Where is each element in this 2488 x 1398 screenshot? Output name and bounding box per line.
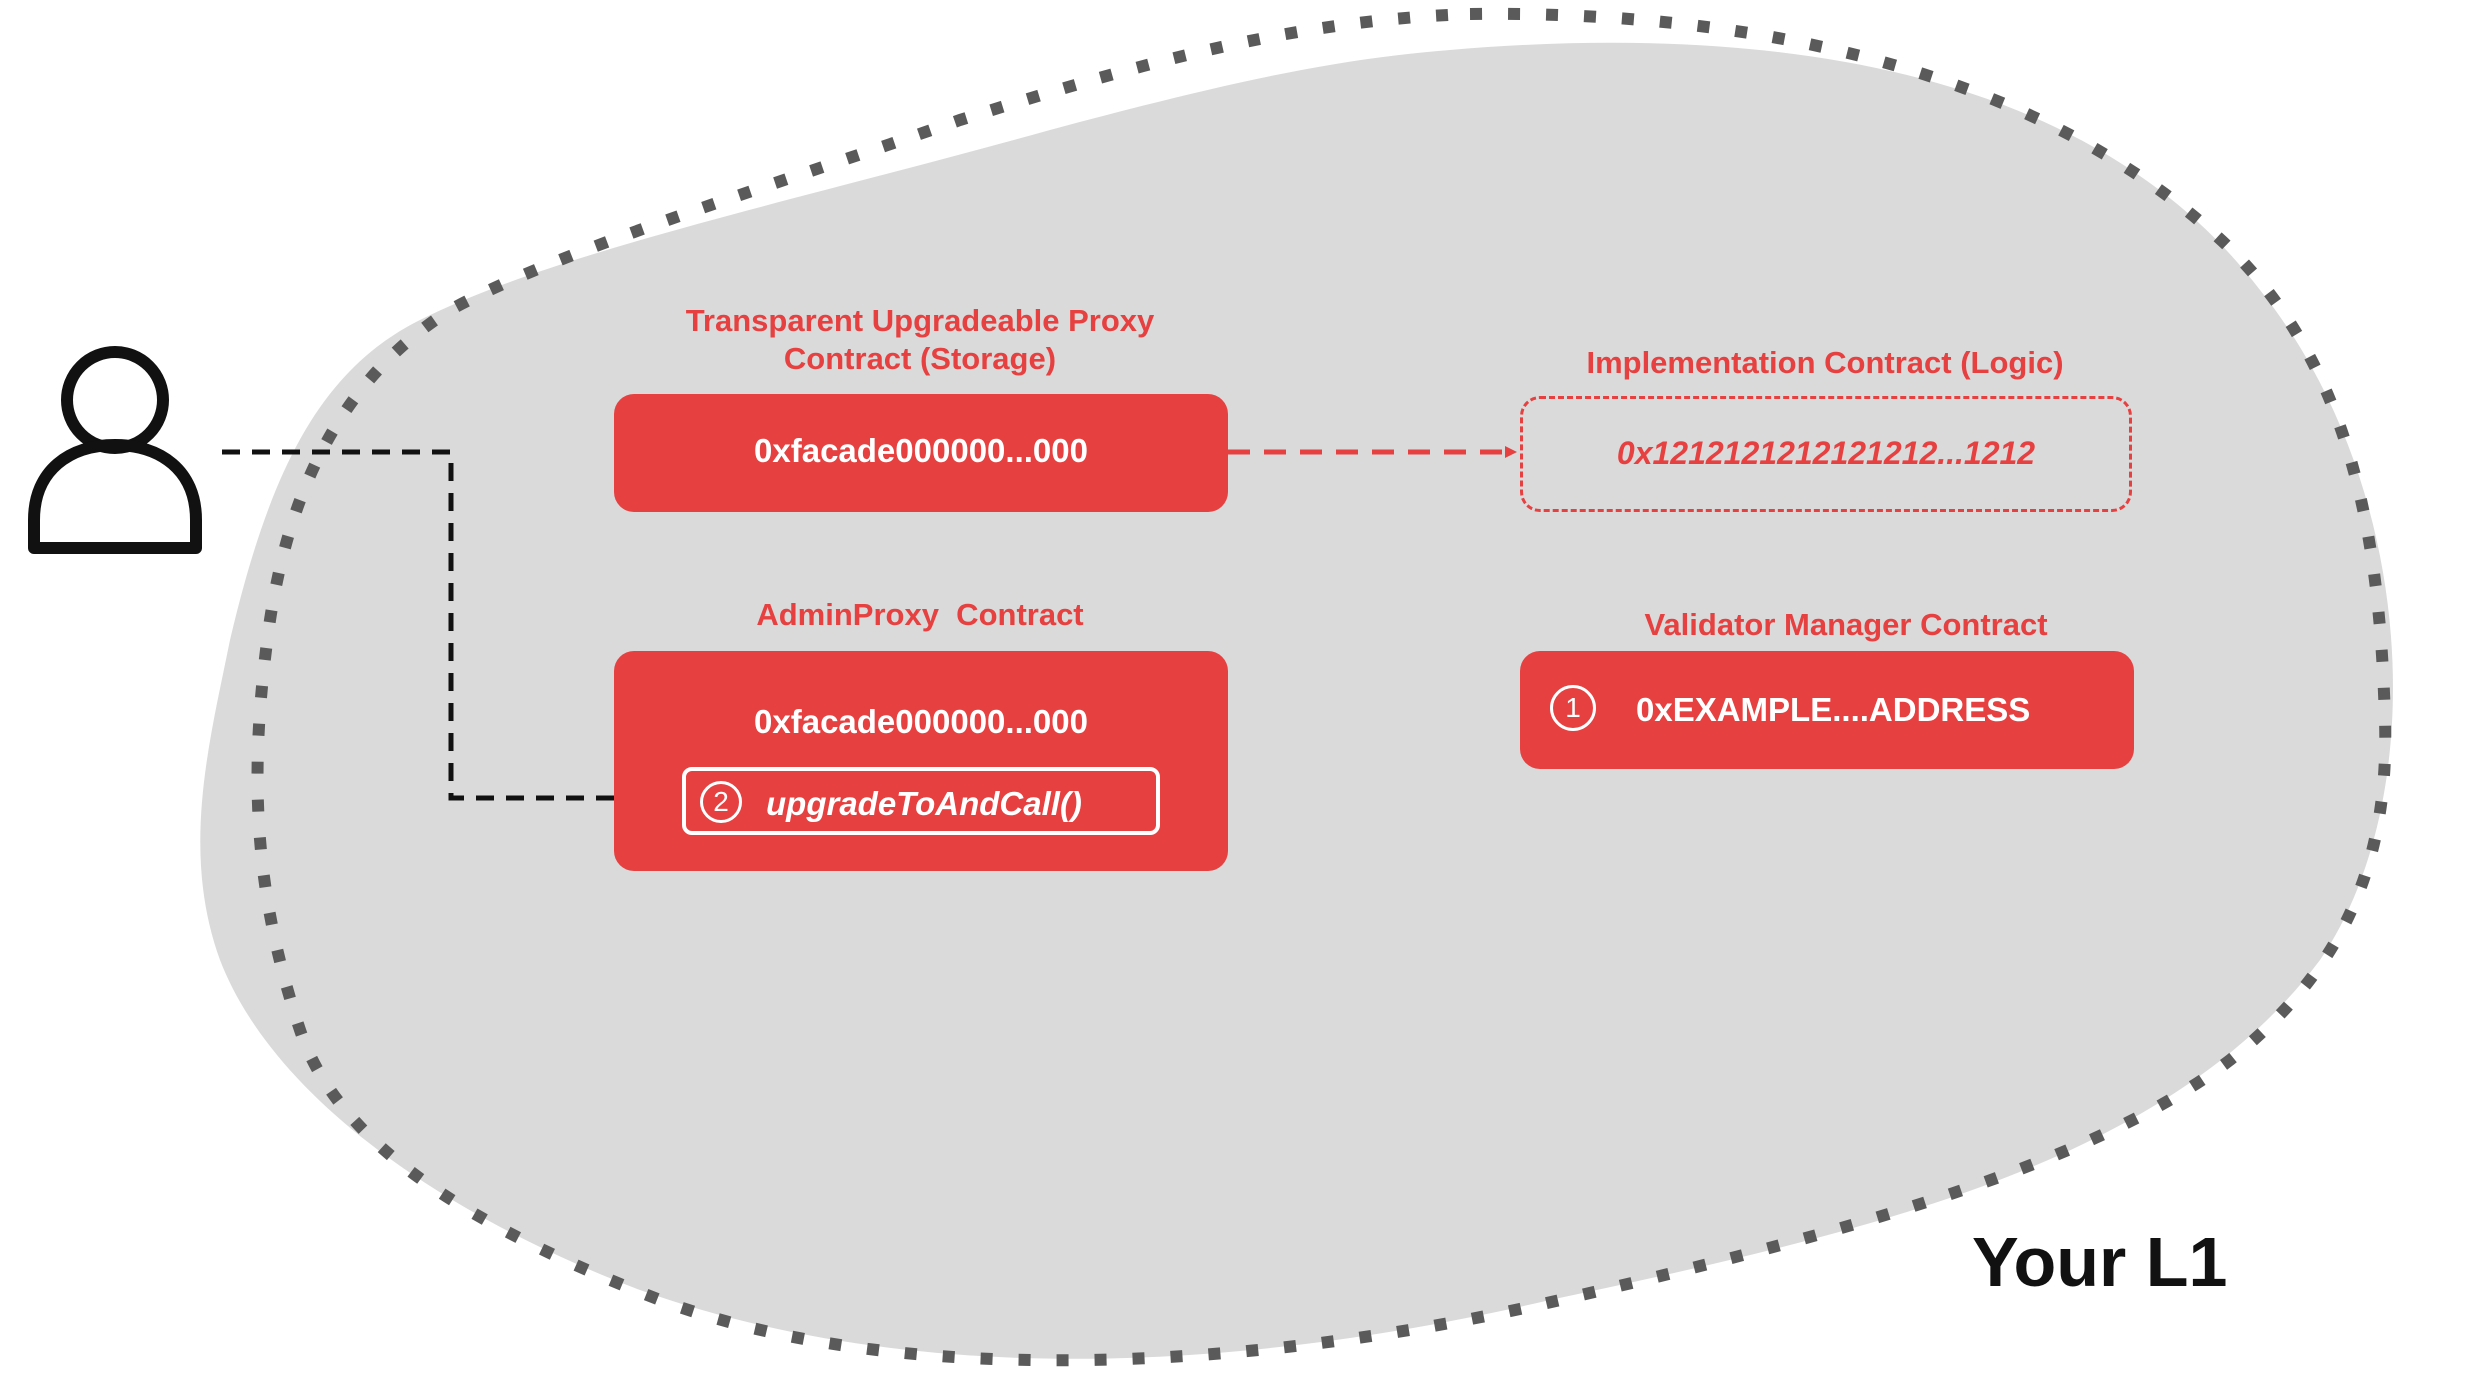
user-icon bbox=[28, 346, 202, 554]
validator-manager-address: 0xEXAMPLE....ADDRESS bbox=[1636, 691, 2031, 728]
validator-manager-contract-box: 1 0xEXAMPLE....ADDRESS bbox=[1520, 651, 2134, 769]
upgrade-function-box: 2 upgradeToAndCall() bbox=[682, 767, 1160, 835]
validator-manager-contract-title: Validator Manager Contract bbox=[1644, 607, 2048, 642]
proxy-contract-box: 0xfacade000000...000 bbox=[614, 394, 1228, 512]
upgrade-function-name: upgradeToAndCall() bbox=[766, 785, 1082, 822]
implementation-contract-box: 0x1212121212121212...1212 bbox=[1520, 396, 2132, 512]
implementation-contract-address: 0x1212121212121212...1212 bbox=[1616, 435, 2036, 471]
step-1-badge: 1 bbox=[1550, 685, 1596, 731]
region-label: Your L1 bbox=[1972, 1223, 2228, 1301]
l1-region bbox=[200, 42, 2393, 1359]
implementation-contract-title: Implementation Contract (Logic) bbox=[1586, 345, 2064, 380]
step-2-badge: 2 bbox=[700, 781, 742, 823]
user-to-upgrade-connector bbox=[222, 449, 682, 804]
admin-proxy-contract-address: 0xfacade000000...000 bbox=[754, 703, 1088, 740]
proxy-contract-title: Transparent Upgradeable Proxy Contract (… bbox=[685, 303, 1155, 376]
admin-proxy-contract-box: 0xfacade000000...000 2 upgradeToAndCall(… bbox=[614, 651, 1228, 871]
admin-proxy-contract-title: AdminProxy Contract bbox=[756, 597, 1084, 632]
proxy-contract-address: 0xfacade000000...000 bbox=[754, 432, 1088, 469]
